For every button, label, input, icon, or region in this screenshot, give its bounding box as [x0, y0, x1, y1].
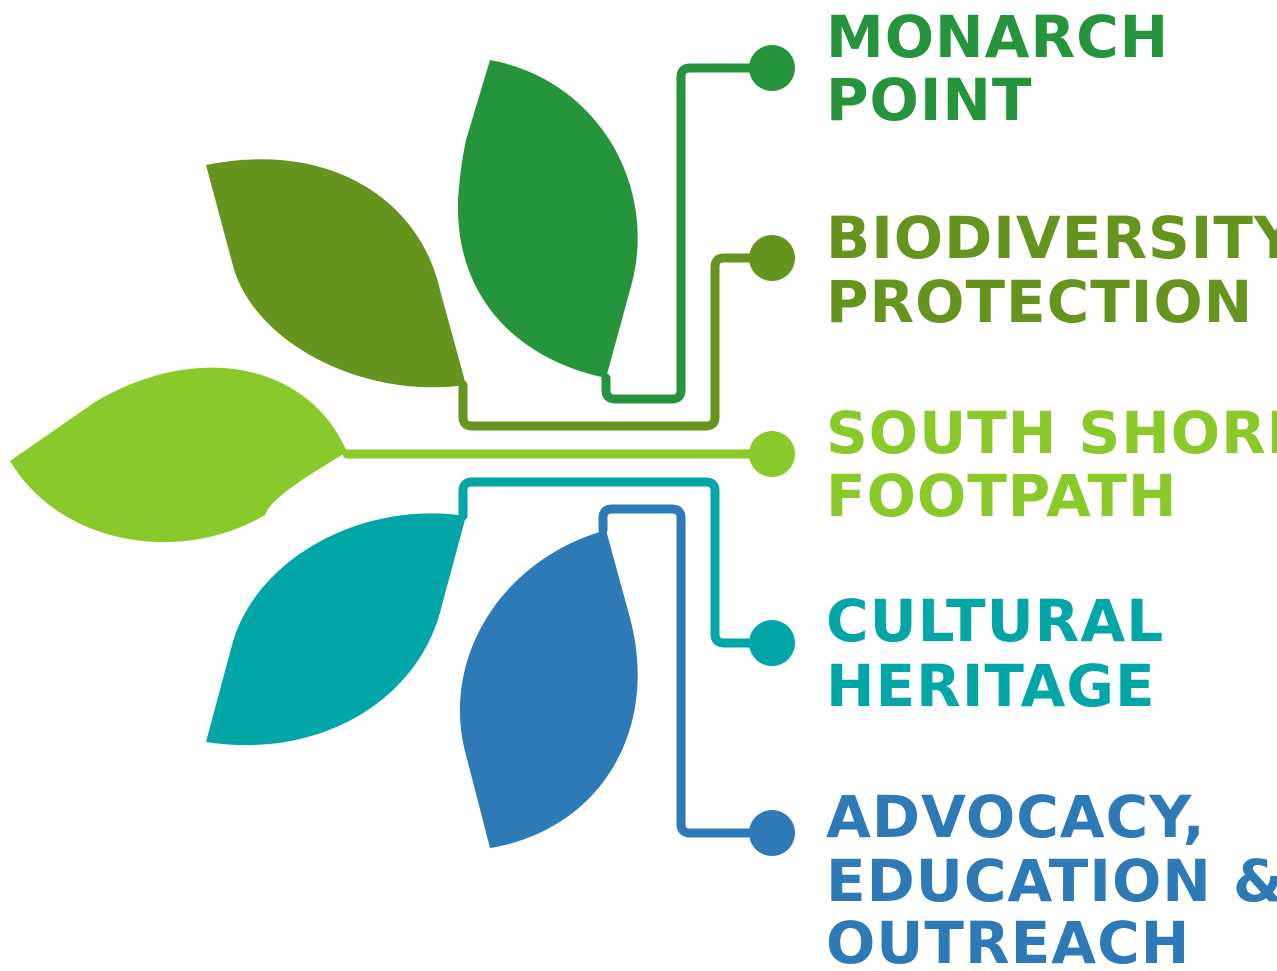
label-line: ADVOCACY, — [826, 783, 1206, 851]
label-line: POINT — [826, 66, 1033, 134]
leaf-southshore — [10, 367, 347, 543]
connectors — [342, 63, 777, 838]
label-advocacy: ADVOCACY, EDUCATION & OUTREACH — [826, 783, 1277, 971]
connector-advocacy — [598, 504, 777, 838]
endpoint-dot-cultural — [749, 620, 795, 666]
leaf-advocacy — [459, 530, 638, 848]
label-monarch: MONARCH POINT — [826, 3, 1190, 134]
label-biodiversity: BIODIVERSITY PROTECTION — [826, 204, 1277, 336]
label-line: CULTURAL — [826, 587, 1164, 655]
label-line: MONARCH — [826, 3, 1169, 71]
label-southshore: SOUTH SHORE FOOTPATH — [826, 399, 1277, 530]
connector-cultural — [458, 477, 777, 648]
leaves — [10, 60, 638, 848]
label-line: EDUCATION & — [826, 847, 1277, 915]
labels: MONARCH POINT BIODIVERSITY PROTECTION SO… — [826, 3, 1277, 971]
label-cultural: CULTURAL HERITAGE — [826, 587, 1185, 720]
endpoint-dot-southshore — [749, 431, 795, 477]
leaf-monarch — [457, 60, 638, 378]
label-line: OUTREACH — [826, 909, 1190, 971]
label-line: FOOTPATH — [826, 462, 1177, 530]
label-line: PROTECTION — [826, 268, 1253, 336]
endpoints — [749, 45, 795, 856]
endpoint-dot-monarch — [749, 45, 795, 91]
label-line: HERITAGE — [826, 652, 1156, 720]
endpoint-dot-advocacy — [749, 810, 795, 856]
connector-monarch — [601, 63, 777, 404]
label-line: SOUTH SHORE — [826, 399, 1277, 467]
label-line: BIODIVERSITY — [826, 204, 1277, 272]
leaf-cultural — [206, 513, 466, 746]
connector-biodiversity — [458, 253, 777, 431]
leaf-biodiversity — [206, 159, 466, 388]
endpoint-dot-biodiversity — [749, 235, 795, 281]
